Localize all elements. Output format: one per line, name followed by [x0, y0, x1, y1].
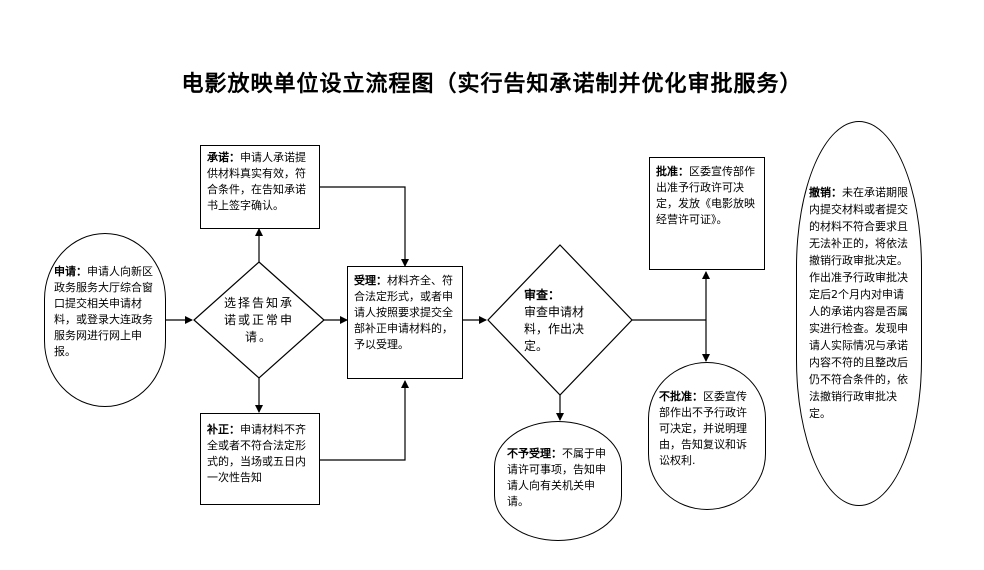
node-review-label: 审查： [524, 288, 561, 302]
node-promise: 承诺：申请人承诺提供材料真实有效，符合条件，在告知承诺书上签字确认。 [200, 145, 320, 229]
node-approve-text: 区委宣传部作出准予行政许可决定，发放《电影放映经营许可证》。 [656, 165, 755, 226]
node-apply: 申请：申请人向新区政务服务大厅综合窗口提交相关申请材料，或登录大连政务服务网进行… [44, 233, 166, 407]
node-reject-accept-text: 不属于申请许可事项，告知申请人向有关机关申请。 [507, 447, 606, 508]
node-approve: 批准：区委宣传部作出准予行政许可决定，发放《电影放映经营许可证》。 [649, 157, 765, 270]
node-deny: 不批准：区委宣传部作出不予行政许可决定，并说明理由，告知复议和诉讼权利. [648, 362, 766, 510]
node-review: 审查： 审查申请材料，作出决定。 [524, 287, 598, 355]
node-reject-accept: 不予受理：不属于申请许可事项，告知申请人向有关机关申请。 [494, 421, 622, 541]
node-revoke-label: 撤销： [809, 186, 842, 199]
node-reject-accept-label: 不予受理： [507, 447, 562, 460]
node-apply-label: 申请： [54, 265, 87, 278]
node-promise-text: 申请人承诺提供材料真实有效，符合条件，在告知承诺书上签字确认。 [207, 151, 306, 212]
node-review-text: 审查申请材料，作出决定。 [524, 305, 585, 353]
node-accept-label: 受理： [354, 274, 387, 287]
node-apply-text: 申请人向新区政务服务大厅综合窗口提交相关申请材料，或登录大连政务服务网进行网上申… [54, 265, 153, 358]
node-approve-label: 批准： [656, 165, 689, 178]
arrow-promise-accept [320, 186, 409, 267]
node-accept-text: 材料齐全、符合法定形式，或者申请人按照要求提交全部补正申请材料的，予以受理。 [354, 274, 453, 351]
page-title: 电影放映单位设立流程图（实行告知承诺制并优化审批服务） [181, 72, 803, 97]
node-supplement: 补正：申请材料不齐全或者不符合法定形式的，当场或五日内一次性告知 [200, 413, 320, 505]
node-supplement-text: 申请材料不齐全或者不符合法定形式的，当场或五日内一次性告知 [207, 423, 306, 484]
node-revoke-text: 未在承诺期限内提交材料或者提交的材料不符合要求且无法补正的，将依法撤销行政审批决… [809, 186, 908, 420]
node-choose-text: 选择告知承诺或正常申请。 [224, 296, 295, 344]
node-revoke: 撤销：未在承诺期限内提交材料或者提交的材料不符合要求且无法补正的，将依法撤销行政… [796, 121, 922, 506]
node-promise-label: 承诺： [207, 151, 240, 164]
node-deny-text: 区委宣传部作出不予行政许可决定，并说明理由，告知复议和诉讼权利. [659, 390, 747, 467]
node-deny-label: 不批准： [659, 390, 703, 403]
arrow-supplement-accept [320, 380, 409, 461]
node-accept: 受理：材料齐全、符合法定形式，或者申请人按照要求提交全部补正申请材料的，予以受理… [347, 266, 463, 379]
node-supplement-label: 补正： [207, 423, 240, 436]
